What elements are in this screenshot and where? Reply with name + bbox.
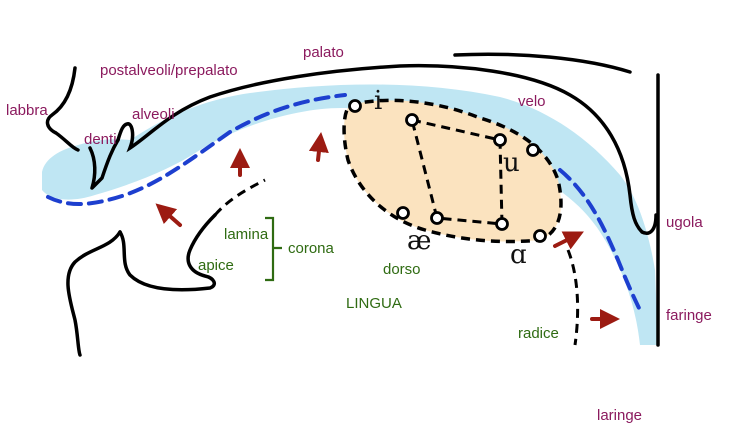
label-labbra: labbra bbox=[6, 102, 48, 119]
tongue-blade-dashed bbox=[213, 178, 266, 216]
label-palato: palato bbox=[303, 44, 344, 61]
label-laringe: laringe bbox=[597, 407, 643, 424]
label-radice: radice bbox=[518, 325, 559, 342]
teeth-outline bbox=[88, 138, 120, 190]
vowel-point-a bbox=[533, 229, 547, 243]
velum-outline bbox=[453, 52, 632, 74]
vowel-point-ae-outer bbox=[396, 206, 410, 220]
vowel-symbol-u: u bbox=[503, 148, 520, 178]
label-velo: velo bbox=[518, 93, 546, 110]
tongue-surface-blue-dashed bbox=[46, 93, 347, 206]
label-postalveoli-prepalato: postalveoli/prepalato bbox=[100, 62, 238, 79]
lower-lip-jaw-outline bbox=[66, 230, 122, 357]
vowel-quadrilateral bbox=[410, 118, 504, 226]
vowel-symbol-a: ɑ bbox=[510, 240, 527, 270]
tongue-tip-outline bbox=[118, 213, 217, 292]
vowel-point-i bbox=[348, 99, 362, 113]
vowel-point-back-low bbox=[495, 217, 509, 231]
arrow-3 bbox=[308, 132, 329, 162]
arrow-4 bbox=[553, 231, 584, 250]
vowel-point-front-mid bbox=[405, 113, 419, 127]
palate-outline bbox=[116, 63, 658, 235]
vowel-space-area bbox=[344, 100, 561, 242]
vowel-symbol-i: i bbox=[374, 86, 383, 116]
label-corona: corona bbox=[288, 240, 334, 257]
label-lamina: lamina bbox=[224, 226, 269, 243]
label-denti: denti bbox=[84, 131, 117, 148]
vowel-point-ae bbox=[430, 211, 444, 225]
label-alveoli: alveoli bbox=[132, 106, 175, 123]
label-lingua: LINGUA bbox=[346, 295, 402, 312]
upper-lip-outline bbox=[45, 66, 80, 152]
tongue-back-blue-dashed bbox=[558, 168, 642, 312]
tongue-root-dashed bbox=[566, 249, 580, 346]
corona-bracket bbox=[265, 216, 282, 282]
label-apice: apice bbox=[198, 257, 234, 274]
vowel-point-u bbox=[526, 143, 540, 157]
label-dorso: dorso bbox=[383, 261, 421, 278]
arrow-1 bbox=[155, 203, 182, 227]
label-ugola: ugola bbox=[666, 214, 703, 231]
label-faringe: faringe bbox=[666, 307, 712, 324]
vowel-point-u-inner bbox=[493, 133, 507, 147]
vowel-symbol-ae: æ bbox=[407, 226, 432, 256]
